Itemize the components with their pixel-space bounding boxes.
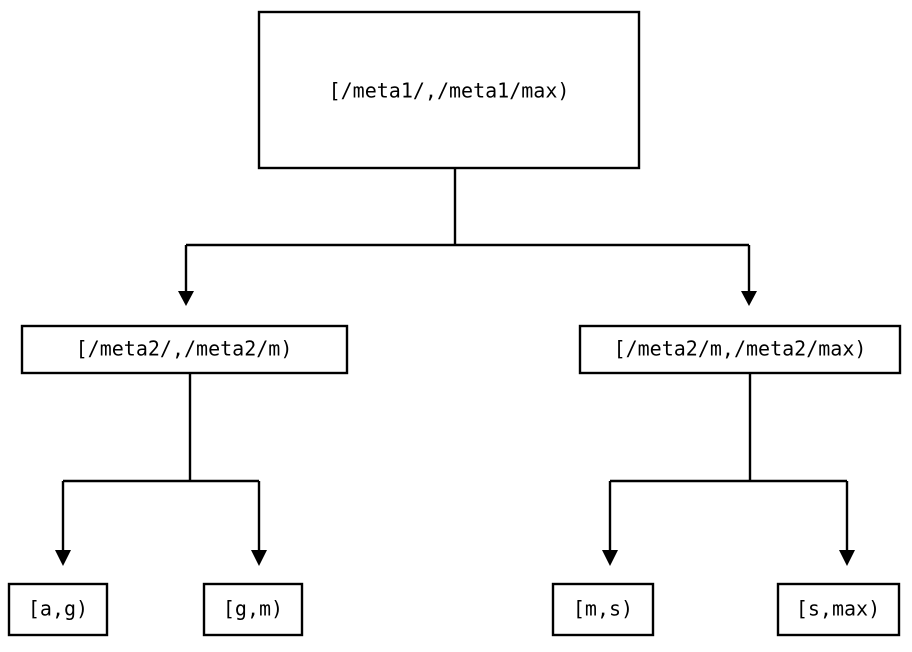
node-leaf-s-max[interactable]: [s,max) <box>776 582 901 637</box>
node-root[interactable]: [/meta1/,/meta1/max) <box>257 10 641 170</box>
edge-group-mid-right <box>602 373 855 566</box>
node-mid-left-box[interactable] <box>20 324 349 375</box>
node-leaf-a-g[interactable]: [a,g) <box>7 582 109 637</box>
arrowhead-icon-leaf-s-max <box>839 550 855 566</box>
node-mid-right-box[interactable] <box>578 324 902 375</box>
node-leaf-m-s[interactable]: [m,s) <box>551 582 655 637</box>
node-leaf-s-max-box[interactable] <box>776 582 901 637</box>
node-leaf-m-s-box[interactable] <box>551 582 655 637</box>
node-leaf-m-s-label: [m,s) <box>573 597 633 621</box>
node-root-label: [/meta1/,/meta1/max) <box>329 79 570 103</box>
node-leaf-a-g-box[interactable] <box>7 582 109 637</box>
node-mid-left-label: [/meta2/,/meta2/m) <box>76 337 293 361</box>
node-leaf-g-m[interactable]: [g,m) <box>202 582 304 637</box>
edge-group-mid-left <box>55 373 267 566</box>
arrowhead-icon-mid-right <box>741 291 757 306</box>
node-mid-right[interactable]: [/meta2/m,/meta2/max) <box>578 324 902 375</box>
node-root-box[interactable] <box>257 10 641 170</box>
arrowhead-icon-leaf-a-g <box>55 550 71 566</box>
node-leaf-s-max-label: [s,max) <box>796 597 880 621</box>
node-mid-left[interactable]: [/meta2/,/meta2/m) <box>20 324 349 375</box>
arrowhead-icon-mid-left <box>178 291 194 306</box>
arrowhead-icon-leaf-g-m <box>251 550 267 566</box>
arrowhead-icon-leaf-m-s <box>602 550 618 566</box>
edge-group-root <box>178 168 757 306</box>
node-leaf-g-m-label: [g,m) <box>223 597 283 621</box>
node-leaf-g-m-box[interactable] <box>202 582 304 637</box>
node-mid-right-label: [/meta2/m,/meta2/max) <box>614 337 867 361</box>
node-leaf-a-g-label: [a,g) <box>28 597 88 621</box>
